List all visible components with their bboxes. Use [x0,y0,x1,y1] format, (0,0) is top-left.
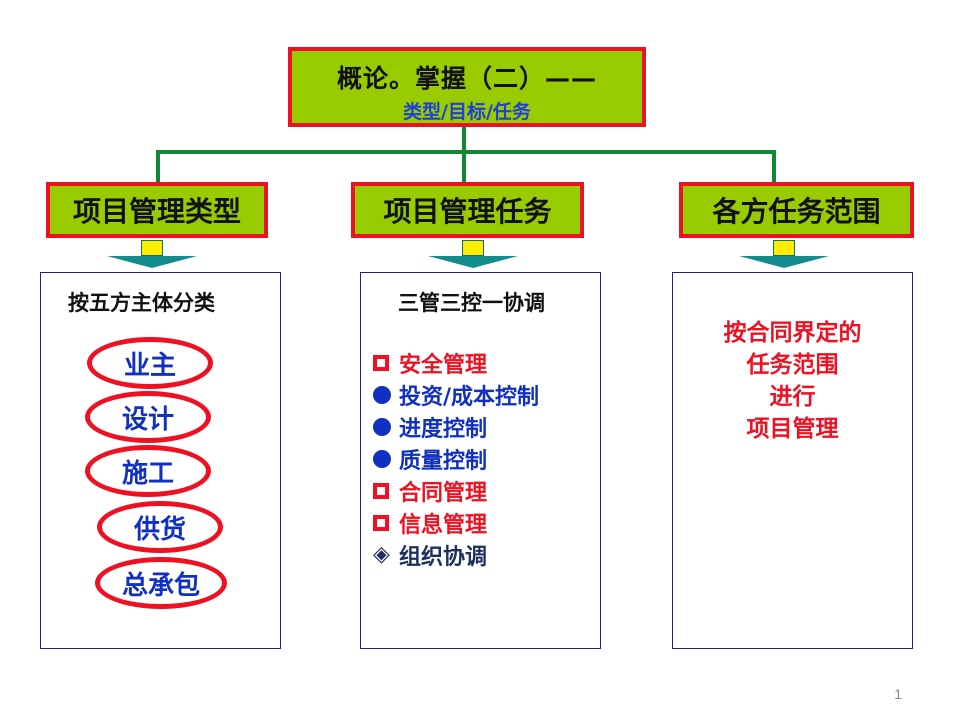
tasks-panel: 三管三控一协调 安全管理 投资/成本控制 进度控制 质量控制 合同管理 信息管理… [360,272,601,649]
task-item: 投资/成本控制 [373,379,539,411]
party-label: 施工 [121,458,174,489]
square-bullet-icon [373,355,389,371]
title-box: 概论。掌握（二）—— 类型/目标/任务 [288,47,646,127]
types-panel-heading: 按五方主体分类 [68,291,215,315]
connector-horizontal [156,150,776,154]
task-item: 质量控制 [373,443,539,475]
title-main: 概论。掌握（二）—— [336,64,597,93]
task-text: 组织协调 [399,545,488,570]
party-oval-design: 设计 [85,391,211,443]
party-oval-general-contractor: 总承包 [95,557,227,609]
task-text: 信息管理 [399,513,488,538]
task-item: 信息管理 [373,507,539,539]
task-text: 质量控制 [399,449,488,474]
arrow-down-icon [739,240,829,268]
title-subtitle: 类型/目标/任务 [403,101,531,123]
party-label: 业主 [123,350,176,381]
party-oval-supply: 供货 [97,501,223,553]
connector-left [156,150,160,182]
square-bullet-icon [373,483,389,499]
scope-panel: 按合同界定的 任务范围 进行 项目管理 [672,272,913,649]
dot-bullet-icon [373,418,391,436]
diamond-bullet-icon: ◈ [373,542,390,567]
task-item: 安全管理 [373,347,539,379]
arrow-down-icon [428,240,518,268]
category-box-tasks: 项目管理任务 [351,182,584,238]
party-label: 总承包 [121,570,200,601]
connector-trunk [462,127,466,182]
square-bullet-icon [373,515,389,531]
category-label-types: 项目管理类型 [72,195,241,228]
task-item: 进度控制 [373,411,539,443]
connector-right [772,150,776,182]
task-text: 合同管理 [399,481,488,506]
arrow-down-icon [107,240,197,268]
category-label-scope: 各方任务范围 [712,195,881,228]
task-item: 合同管理 [373,475,539,507]
types-panel: 按五方主体分类 业主 设计 施工 供货 总承包 [40,272,281,649]
party-label: 设计 [121,404,174,435]
task-text: 进度控制 [399,417,488,442]
party-oval-owner: 业主 [87,337,213,389]
category-box-types: 项目管理类型 [46,182,268,238]
task-text: 安全管理 [399,353,488,378]
scope-text: 按合同界定的 任务范围 进行 项目管理 [673,317,912,445]
task-list: 安全管理 投资/成本控制 进度控制 质量控制 合同管理 信息管理 ◈ 组织协调 [373,347,539,571]
scope-line: 进行 [769,384,816,410]
tasks-panel-heading: 三管三控一协调 [398,291,545,315]
dot-bullet-icon [373,450,391,468]
scope-line: 任务范围 [746,352,839,378]
task-text: 投资/成本控制 [399,385,540,410]
dot-bullet-icon [373,386,391,404]
party-oval-construction: 施工 [85,445,211,497]
scope-line: 按合同界定的 [723,320,862,346]
scope-line: 项目管理 [746,416,839,442]
task-item: ◈ 组织协调 [373,539,539,571]
page-number: 1 [894,686,902,702]
category-box-scope: 各方任务范围 [679,182,914,238]
category-label-tasks: 项目管理任务 [383,195,552,228]
party-label: 供货 [133,514,186,545]
